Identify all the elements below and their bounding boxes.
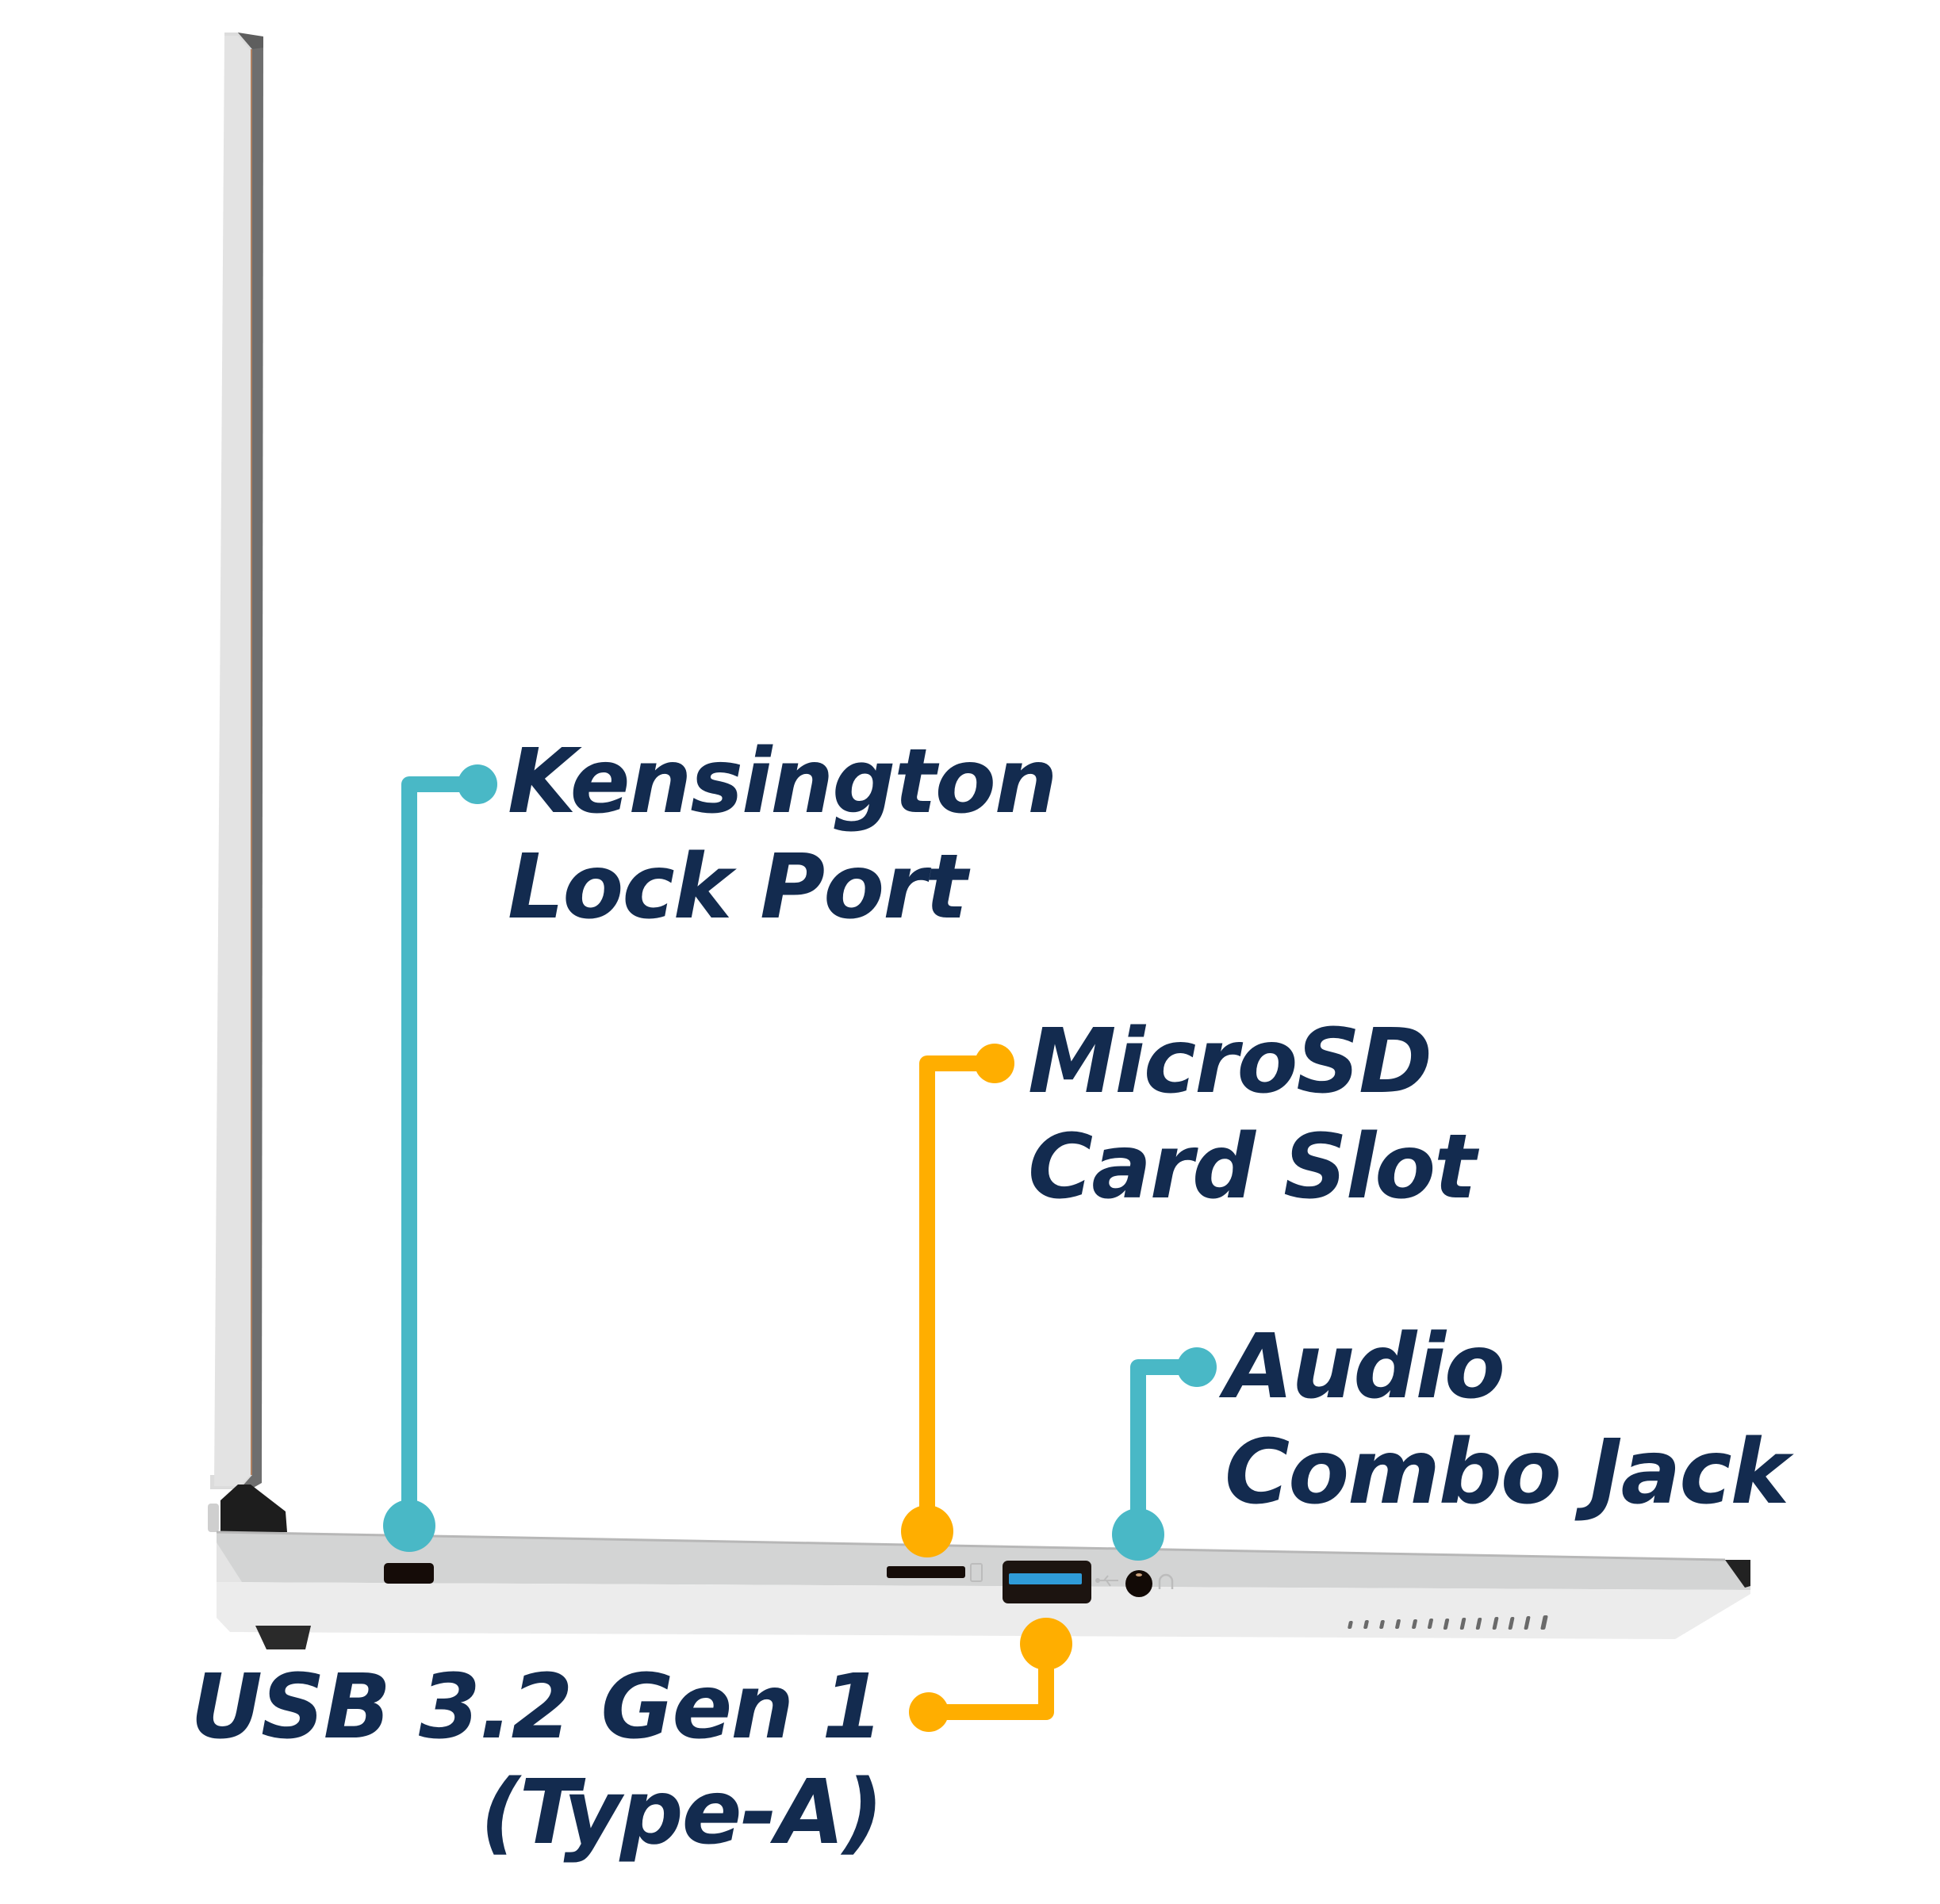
label-line: (Type-A) (480, 1761, 884, 1864)
label-line: Kensington (508, 730, 1058, 833)
label-kensington-lock-port: Kensington Lock Port (508, 730, 1058, 941)
sd-card-slot (887, 1563, 983, 1582)
laptop-base (216, 1530, 1750, 1639)
label-line: Lock Port (508, 836, 968, 939)
callout-dot-end (909, 1692, 949, 1732)
usb-icon (1095, 1575, 1118, 1587)
label-microsd-card-slot: MicroSD Card Slot (1028, 1009, 1477, 1220)
callout-dot-anchor (901, 1505, 953, 1557)
vent-slots (1348, 1615, 1548, 1630)
callout-dot-anchor (383, 1500, 435, 1552)
callout-dot-end (975, 1044, 1014, 1083)
callout-dot-end (458, 764, 497, 804)
callout-microsd-connector (901, 1044, 1014, 1557)
sd-card-icon (970, 1563, 983, 1582)
label-line: Audio (1225, 1316, 1505, 1419)
callout-dot-anchor (1020, 1618, 1072, 1670)
callout-audio-connector (1112, 1347, 1217, 1561)
label-usb-type-a: USB 3.2 Gen 1 (Type-A) (190, 1655, 884, 1866)
callout-kensington-connector (383, 764, 497, 1552)
callout-dot-anchor (1112, 1508, 1164, 1561)
usb-a-port (1003, 1561, 1118, 1603)
callout-dot-end (1177, 1347, 1217, 1387)
label-line: MicroSD (1028, 1010, 1432, 1113)
callout-usb-connector (909, 1618, 1072, 1732)
label-line: Combo Jack (1225, 1421, 1789, 1524)
headset-icon (1158, 1573, 1174, 1589)
laptop-hinge (208, 1485, 287, 1532)
laptop-lid (210, 33, 263, 1489)
label-audio-combo-jack: Audio Combo Jack (1225, 1315, 1789, 1526)
laptop-foot (255, 1626, 311, 1649)
label-line: Card Slot (1028, 1116, 1477, 1219)
lock-slot-icon (384, 1563, 434, 1584)
label-line: USB 3.2 Gen 1 (190, 1656, 884, 1759)
audio-jack (1125, 1570, 1174, 1597)
